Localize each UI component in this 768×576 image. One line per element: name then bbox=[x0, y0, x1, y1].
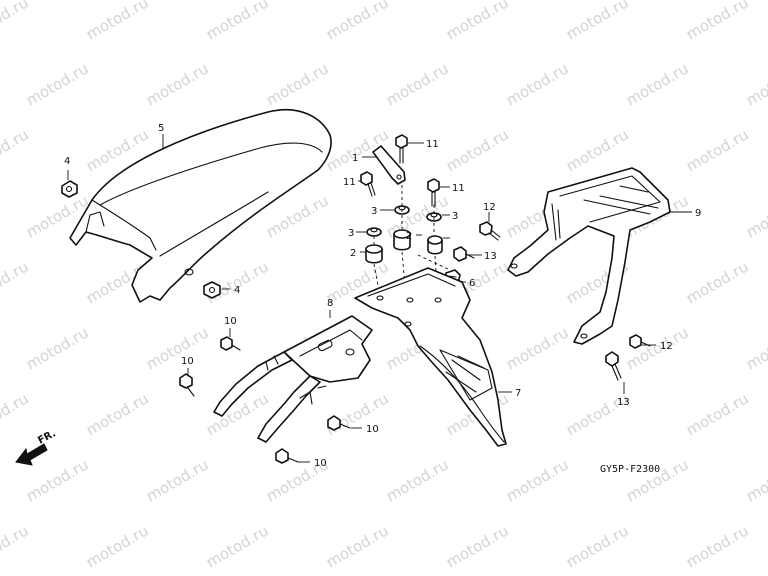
seat-cowl[interactable] bbox=[69, 108, 332, 303]
bolt-12-top[interactable] bbox=[479, 221, 501, 241]
watermark-text: motod.ru bbox=[383, 59, 452, 109]
callout-11-left: 11 bbox=[343, 177, 356, 188]
watermark-text: motod.ru bbox=[743, 59, 768, 109]
callout-1: 1 bbox=[352, 153, 358, 164]
bolt-11-top[interactable] bbox=[395, 134, 408, 164]
callout-3-a: 3 bbox=[371, 206, 377, 217]
diagram-code: GY5P-F2300 bbox=[600, 464, 660, 475]
watermark-text: motod.ru bbox=[203, 0, 272, 43]
watermark-text: motod.ru bbox=[683, 257, 752, 307]
callout-8: 8 bbox=[327, 298, 333, 309]
rubber-mount-2-b[interactable] bbox=[427, 235, 443, 255]
rubber-mount-2-a[interactable] bbox=[393, 229, 411, 251]
callout-12-bottom: 12 bbox=[660, 341, 673, 352]
watermark-text: motod.ru bbox=[83, 521, 152, 571]
fender-stay[interactable] bbox=[213, 315, 373, 443]
callout-10-a: 10 bbox=[224, 316, 237, 327]
bolt-10-d[interactable] bbox=[275, 448, 299, 464]
bolt-10-c[interactable] bbox=[327, 415, 351, 431]
watermark-text: motod.ru bbox=[563, 521, 632, 571]
watermark-text: motod.ru bbox=[623, 455, 692, 505]
watermark-text: motod.ru bbox=[503, 455, 572, 505]
watermark-text: motod.ru bbox=[683, 125, 752, 175]
watermark-text: motod.ru bbox=[683, 0, 752, 43]
watermark-text: motod.ru bbox=[503, 323, 572, 373]
watermark-text: motod.ru bbox=[683, 521, 752, 571]
collar-3-c[interactable] bbox=[366, 227, 382, 237]
watermark-text: motod.ru bbox=[263, 59, 332, 109]
callout-6: 6 bbox=[469, 278, 475, 289]
bolt-11-right[interactable] bbox=[427, 178, 440, 207]
watermark-text: motod.ru bbox=[623, 59, 692, 109]
callout-10-d: 10 bbox=[314, 458, 327, 469]
watermark-text: motod.ru bbox=[623, 323, 692, 373]
watermark-text: motod.ru bbox=[143, 59, 212, 109]
front-label: FR. bbox=[36, 428, 58, 446]
watermark-text: motod.ru bbox=[0, 125, 32, 175]
watermark-text: motod.ru bbox=[203, 521, 272, 571]
watermark-text: motod.ru bbox=[0, 389, 32, 439]
bolt-13-top[interactable] bbox=[453, 246, 475, 262]
rear-fender[interactable] bbox=[354, 267, 507, 447]
callout-13-bottom: 13 bbox=[617, 397, 630, 408]
watermark-text: motod.ru bbox=[23, 59, 92, 109]
grab-rail[interactable] bbox=[507, 167, 671, 345]
watermark-text: motod.ru bbox=[83, 389, 152, 439]
callout-11-right: 11 bbox=[452, 183, 465, 194]
watermark-text: motod.ru bbox=[443, 125, 512, 175]
callout-5: 5 bbox=[158, 123, 164, 134]
watermark-text: motod.ru bbox=[683, 389, 752, 439]
bolt-10-b[interactable] bbox=[179, 373, 195, 397]
watermark-text: motod.ru bbox=[323, 389, 392, 439]
watermark-text: motod.ru bbox=[0, 0, 32, 43]
bolt-13-bottom[interactable] bbox=[605, 351, 622, 381]
nut-lower[interactable] bbox=[203, 281, 221, 299]
rubber-mount-2-c[interactable] bbox=[365, 244, 383, 264]
watermark-text: motod.ru bbox=[503, 59, 572, 109]
watermark-text: motod.ru bbox=[563, 125, 632, 175]
watermark-text: motod.ru bbox=[0, 521, 32, 571]
callout-2-a: 2 bbox=[350, 248, 356, 259]
watermark-text: motod.ru bbox=[743, 191, 768, 241]
callout-4-left: 4 bbox=[64, 156, 70, 167]
watermark-text: motod.ru bbox=[563, 0, 632, 43]
front-arrow-icon bbox=[15, 443, 48, 466]
watermark-text: motod.ru bbox=[143, 323, 212, 373]
leader-lines bbox=[67, 134, 692, 463]
watermark-text: motod.ru bbox=[143, 455, 212, 505]
callout-10-b: 10 bbox=[181, 356, 194, 367]
watermark-text: motod.ru bbox=[83, 0, 152, 43]
watermark-text: motod.ru bbox=[23, 455, 92, 505]
watermark-text: motod.ru bbox=[0, 257, 32, 307]
callout-11-top: 11 bbox=[426, 139, 439, 150]
watermark-text: motod.ru bbox=[443, 0, 512, 43]
seat-stay[interactable] bbox=[372, 145, 406, 185]
nut-left[interactable] bbox=[61, 180, 78, 198]
callout-3-c: 3 bbox=[348, 228, 354, 239]
watermark-text: motod.ru bbox=[743, 455, 768, 505]
callout-2-b: 2 bbox=[406, 231, 412, 242]
watermark-text: motod.ru bbox=[743, 323, 768, 373]
watermark-text: motod.ru bbox=[443, 521, 512, 571]
callout-labels: 5 4 4 1 11 11 11 3 3 3 2 2 12 13 6 8 7 9… bbox=[64, 123, 701, 469]
callout-7: 7 bbox=[515, 388, 521, 399]
bolt-10-a[interactable] bbox=[220, 336, 241, 351]
watermark-text: motod.ru bbox=[23, 323, 92, 373]
watermark-text: motod.ru bbox=[323, 0, 392, 43]
callout-10-c: 10 bbox=[366, 424, 379, 435]
watermark-text: motod.ru bbox=[383, 455, 452, 505]
callout-12-top: 12 bbox=[483, 202, 496, 213]
watermark-text: motod.ru bbox=[323, 521, 392, 571]
bolt-11-left[interactable] bbox=[360, 171, 376, 197]
callout-13-top: 13 bbox=[484, 251, 497, 262]
callout-9: 9 bbox=[695, 208, 701, 219]
front-direction-marker: FR. bbox=[15, 428, 58, 466]
callout-3-b: 3 bbox=[452, 211, 458, 222]
callout-4-right: 4 bbox=[234, 285, 240, 296]
